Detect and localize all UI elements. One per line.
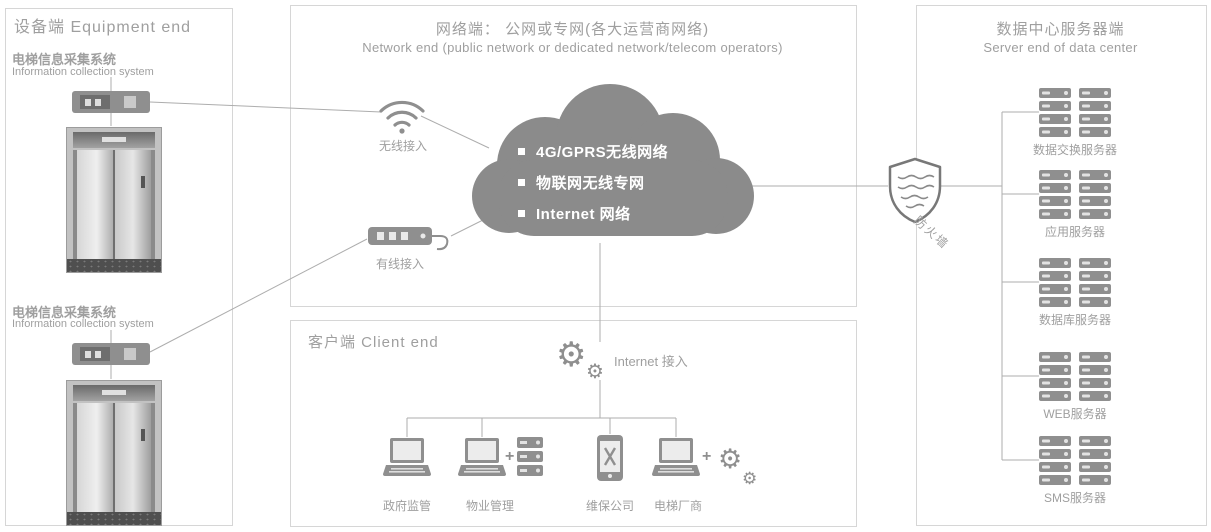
elevator-floor — [67, 259, 161, 272]
collection-system-label-zh: 电梯信息采集系统 — [12, 52, 117, 67]
elevator-floor — [67, 512, 161, 525]
network-panel-title-en: Network end (public network or dedicated… — [362, 40, 783, 55]
gear-icon: ⚙ — [718, 444, 743, 474]
server-panel — [916, 5, 1207, 526]
client-label-property: 物业管理 — [465, 499, 514, 513]
bullet-square-icon — [518, 210, 525, 217]
plus-icon: + — [505, 448, 515, 465]
cloud-network-item: 4G/GPRS无线网络 — [518, 136, 668, 167]
cloud-network-item: 物联网无线专网 — [518, 167, 668, 198]
collection-system-label-zh: 电梯信息采集系统 — [12, 305, 117, 320]
client-panel — [290, 320, 857, 527]
cloud-network-item-label: Internet 网络 — [536, 206, 631, 223]
gear-icon: ⚙ — [742, 469, 758, 488]
collection-system-label-en: Information collection system — [12, 66, 154, 78]
internet-access-label: Internet 接入 — [614, 354, 688, 369]
cloud-network-item-label: 物联网无线专网 — [536, 175, 645, 192]
collector-module-icon — [72, 343, 150, 365]
wired-access-label: 有线接入 — [375, 257, 424, 271]
gear-icon: ⚙ — [586, 361, 604, 383]
bullet-square-icon — [518, 179, 525, 186]
elevator-photo — [66, 380, 162, 526]
client-label-manufacturer: 电梯厂商 — [653, 499, 702, 513]
elevator-door-left — [77, 403, 113, 512]
cloud-network-item-label: 4G/GPRS无线网络 — [536, 144, 669, 161]
client-panel-title: 客户端 Client end — [308, 334, 439, 351]
elevator-doors — [73, 403, 155, 512]
elevator-door-left — [77, 150, 113, 259]
server-label: SMS服务器 — [1043, 491, 1106, 505]
wireless-access-label: 无线接入 — [378, 139, 427, 153]
elevator-door-right — [113, 150, 151, 259]
network-panel-title-zh: 网络端： 公网或专网(各大运营商网络) — [435, 21, 710, 38]
collection-system-label-en: Information collection system — [12, 318, 154, 330]
server-panel-title-zh: 数据中心服务器端 — [996, 21, 1125, 38]
client-label-maintenance: 维保公司 — [585, 499, 634, 513]
client-label-government: 政府监管 — [382, 499, 431, 513]
server-label: 数据交换服务器 — [1032, 143, 1117, 157]
elevator-door-right — [113, 403, 151, 512]
elevator-photo — [66, 127, 162, 273]
elevator-doors — [73, 150, 155, 259]
cloud-network-list: 4G/GPRS无线网络 物联网无线专网 Internet 网络 — [518, 136, 668, 229]
elevator-ceiling — [73, 132, 155, 148]
server-label: WEB服务器 — [1043, 407, 1107, 421]
plus-icon: + — [702, 448, 712, 465]
server-label: 数据库服务器 — [1038, 313, 1111, 327]
server-label: 应用服务器 — [1044, 225, 1105, 239]
bullet-square-icon — [518, 148, 525, 155]
cloud-network-item: Internet 网络 — [518, 198, 668, 229]
server-panel-title-en: Server end of data center — [983, 40, 1138, 55]
equipment-panel-title: 设备端 Equipment end — [14, 19, 192, 36]
collector-module-icon — [72, 91, 150, 113]
gear-icon: ⚙ — [556, 336, 587, 374]
network-panel — [290, 5, 857, 307]
elevator-ceiling — [73, 385, 155, 401]
